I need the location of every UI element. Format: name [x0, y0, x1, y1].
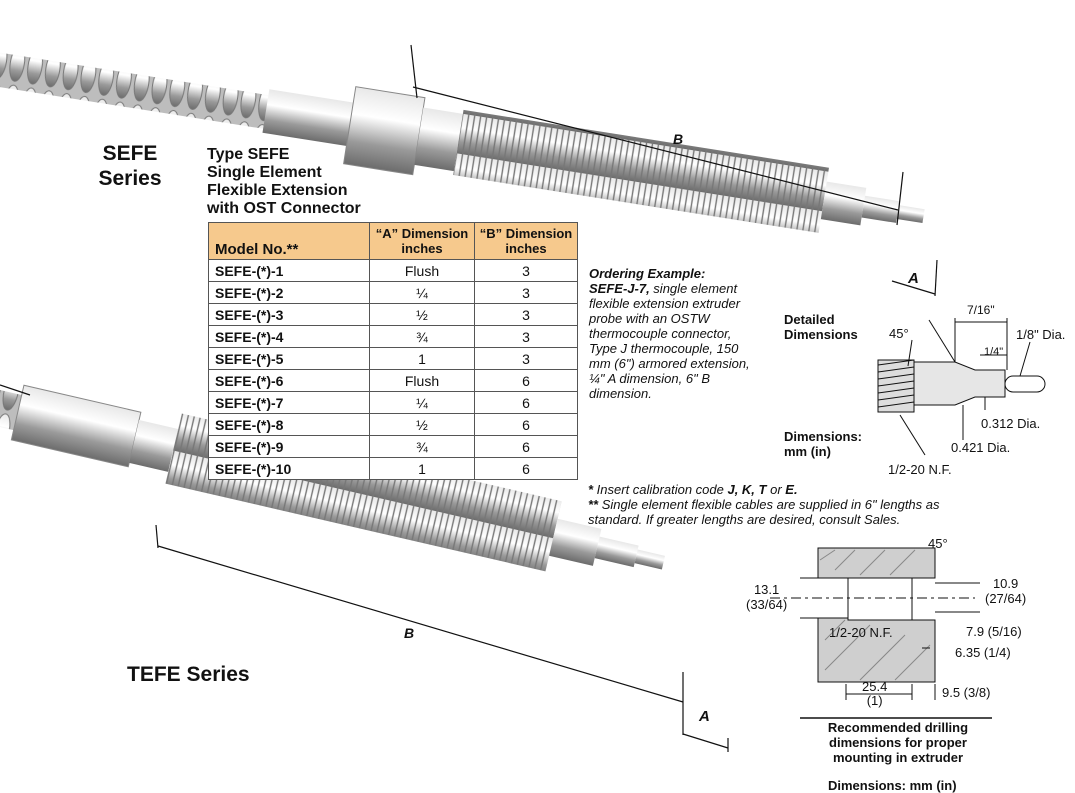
armored-cable-top — [0, 51, 279, 131]
detail-1-8-dia: 1/8" Dia. — [1016, 327, 1066, 342]
threaded-body-top — [453, 109, 829, 233]
drill-angle: 45° — [928, 536, 948, 551]
note1-last: E. — [785, 482, 798, 497]
nose-top — [820, 181, 867, 226]
drill-units: Dimensions: mm (in) — [828, 778, 957, 793]
b-dimension-cell: 3 — [474, 281, 578, 304]
detail-0312-dia: 0.312 Dia. — [981, 416, 1041, 431]
sefe-series-label: SEFE Series — [98, 142, 162, 190]
type-sefe-title: Type SEFE Single Element Flexible Extens… — [207, 146, 361, 217]
column-header-a-dimension: “A” Dimension inches — [369, 222, 475, 260]
detail-angle: 45° — [889, 326, 909, 341]
a-dimension-cell: ½ — [369, 413, 475, 436]
drill-10-9: 10.9 (27/64) — [985, 576, 1027, 606]
a-dimension-cell: ¼ — [369, 391, 475, 414]
ordering-model: SEFE-J-7, — [589, 281, 650, 296]
b-dimension-cell: 6 — [474, 413, 578, 436]
drill-thread: 1/2-20 N.F. — [829, 625, 893, 640]
model-cell: SEFE-(*)-9 — [208, 435, 370, 458]
footnotes: * Insert calibration code J, K, T or E. … — [588, 482, 978, 527]
ordering-example: Ordering Example: SEFE-J-7, single eleme… — [589, 266, 761, 401]
armored-cable-bottom — [0, 370, 32, 433]
detail-1-4: 1/4" — [984, 346, 1004, 358]
note1-codes: J, K, T — [727, 482, 767, 497]
detail-0421-dia: 0.421 Dia. — [951, 440, 1011, 455]
a-dimension-cell: ¾ — [369, 325, 475, 348]
model-cell: SEFE-(*)-3 — [208, 303, 370, 326]
tefe-series-label: TEFE Series — [127, 663, 250, 686]
b-dimension-cell: 3 — [474, 303, 578, 326]
a-dimension-cell: ½ — [369, 303, 475, 326]
a-dimension-cell: 1 — [369, 347, 475, 370]
detail-7-16: 7/16" — [967, 303, 995, 317]
column-header-model: Model No.** — [208, 222, 370, 260]
drill-13-1: 13.1 (33/64) — [746, 582, 788, 612]
drilling-dimensions-drawing — [770, 547, 992, 719]
a-dimension-cell: Flush — [369, 369, 475, 392]
model-cell: SEFE-(*)-5 — [208, 347, 370, 370]
dimension-lines-bottom — [0, 384, 729, 752]
b-dimension-cell: 6 — [474, 391, 578, 414]
note1-prefix: Insert calibration code — [596, 482, 728, 497]
model-cell: SEFE-(*)-8 — [208, 413, 370, 436]
model-cell: SEFE-(*)-1 — [208, 259, 370, 282]
footnote-cable-lengths: ** Single element flexible cables are su… — [588, 497, 940, 527]
dimension-a-top: A — [908, 270, 919, 287]
detailed-dimensions-drawing — [877, 318, 1046, 456]
b-dimension-cell: 3 — [474, 259, 578, 282]
note2-text: Single element flexible cables are suppl… — [588, 497, 940, 527]
drill-6-35: 6.35 (1/4) — [955, 645, 1011, 660]
dimension-lines-top — [410, 44, 938, 297]
cable-ferrule-top — [262, 89, 364, 148]
model-cell: SEFE-(*)-7 — [208, 391, 370, 414]
b-dimension-cell: 3 — [474, 347, 578, 370]
model-cell: SEFE-(*)-6 — [208, 369, 370, 392]
b-dimension-cell: 6 — [474, 457, 578, 480]
table-header-row: Model No.** “A” Dimension inches “B” Dim… — [208, 222, 578, 260]
column-header-b-dimension: “B” Dimension inches — [474, 222, 578, 260]
model-dimension-table: Model No.** “A” Dimension inches “B” Dim… — [208, 222, 578, 480]
a-dimension-cell: Flush — [369, 259, 475, 282]
dimension-a-bottom: A — [699, 708, 710, 725]
detail-units: Dimensions: mm (in) — [784, 429, 863, 459]
tip-top — [861, 195, 900, 223]
collar-top — [414, 107, 463, 172]
footnote-calibration: * Insert calibration code J, K, T or E. — [588, 482, 798, 497]
model-cell: SEFE-(*)-10 — [208, 457, 370, 480]
ordering-heading: Ordering Example: — [589, 266, 706, 281]
b-dimension-cell: 6 — [474, 369, 578, 392]
dimension-b-bottom: B — [404, 625, 415, 641]
a-dimension-cell: ¾ — [369, 435, 475, 458]
drill-25-4: 25.4 (1) — [862, 679, 888, 708]
note1-or: or — [766, 482, 786, 497]
b-dimension-cell: 3 — [474, 325, 578, 348]
drill-7-9: 7.9 (5/16) — [966, 624, 1022, 639]
dimension-b-top: B — [673, 131, 684, 147]
detail-thread: 1/2-20 N.F. — [888, 462, 952, 477]
model-cell: SEFE-(*)-4 — [208, 325, 370, 348]
sefe-probe-image — [0, 51, 925, 233]
drill-caption: Recommended drilling dimensions for prop… — [827, 720, 969, 765]
b-dimension-cell: 6 — [474, 435, 578, 458]
ordering-text: single element flexible extension extrud… — [589, 281, 750, 401]
a-dimension-cell: ¼ — [369, 281, 475, 304]
model-cell: SEFE-(*)-2 — [208, 281, 370, 304]
drill-9-5: 9.5 (3/8) — [942, 685, 991, 700]
a-dimension-cell: 1 — [369, 457, 475, 480]
detailed-dimensions-title: Detailed Dimensions — [784, 312, 858, 342]
hex-nut-bottom — [10, 384, 142, 468]
